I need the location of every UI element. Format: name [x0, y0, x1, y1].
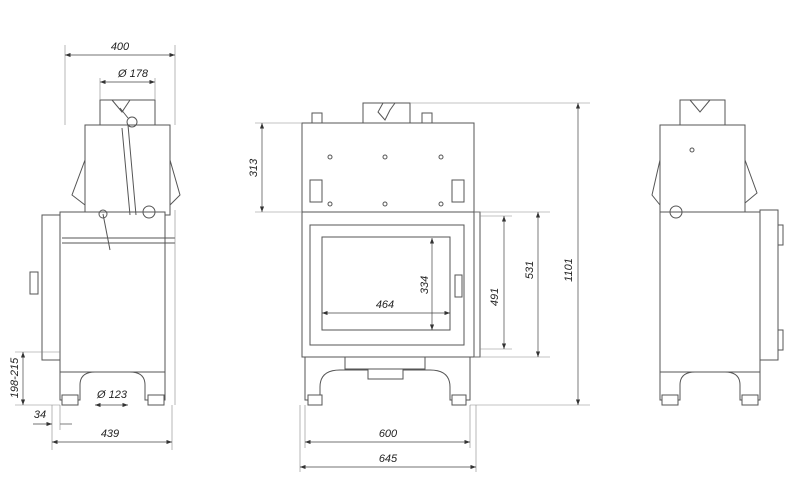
dim-flue-diameter: Ø 178 [117, 68, 149, 80]
body [659, 211, 761, 373]
top-chamber [659, 124, 746, 214]
dim-width-top: 400 [111, 41, 130, 53]
flue-collar [362, 102, 411, 124]
front-view [301, 102, 481, 406]
dim-leg-height: 198-215 [9, 357, 21, 398]
dim-top-box-height: 313 [248, 158, 260, 177]
dim-door-height: 531 [524, 261, 536, 279]
door-panel [759, 209, 779, 361]
dim-leg-offset: 34 [34, 409, 46, 421]
dim-width-outer: 645 [379, 453, 398, 465]
dim-width-inner: 600 [379, 428, 398, 440]
dim-depth: 439 [101, 428, 119, 440]
handle [29, 271, 39, 295]
side-view-right [651, 99, 784, 406]
dim-glass-width: 464 [376, 299, 394, 311]
dim-glass-height: 334 [419, 276, 431, 294]
body [59, 211, 166, 373]
front-view-dimensions: 313 334 464 491 531 1101 600 645 [248, 102, 590, 472]
side-view-left [29, 45, 181, 450]
door-panel [41, 214, 61, 361]
door-handle[interactable] [454, 274, 463, 298]
top-chamber [301, 122, 475, 213]
flue-collar [679, 99, 726, 126]
top-chamber [84, 124, 171, 216]
dim-total-height: 1101 [563, 258, 575, 282]
dim-air-inlet-diameter: Ø 123 [96, 389, 128, 401]
dim-door-inner-height: 491 [489, 288, 501, 306]
side-view-left-dimensions: 400 Ø 178 Ø 123 198-215 34 439 [9, 41, 175, 445]
